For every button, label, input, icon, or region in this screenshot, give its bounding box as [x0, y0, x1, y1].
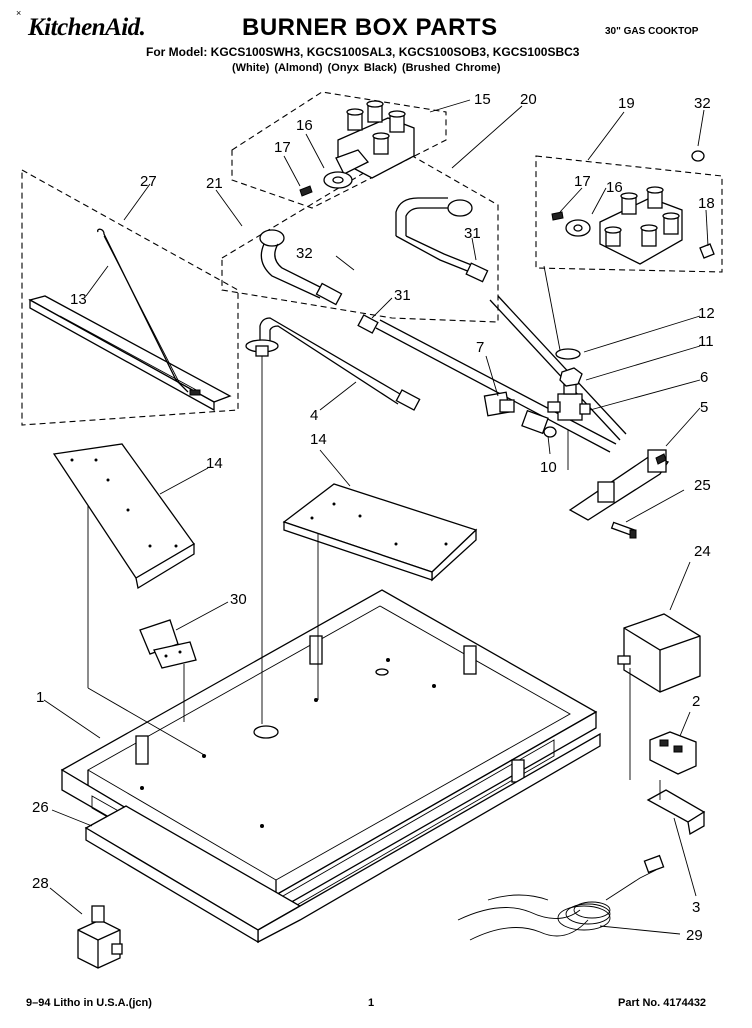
callout-2: 2: [692, 693, 700, 710]
callout-15: 15: [474, 91, 491, 108]
part-26-lower-pan: [84, 732, 601, 944]
callout-31-left: 31: [394, 287, 411, 304]
callout-28: 28: [32, 875, 49, 892]
product-label: 30" GAS COOKTOP: [605, 26, 699, 37]
part-14-cover-left: [52, 443, 195, 590]
callout-27: 27: [140, 173, 157, 190]
part-10-fitting: [521, 409, 557, 438]
callout-14-left: 14: [206, 455, 223, 472]
callout-20: 20: [520, 91, 537, 108]
part-29-wire-harness: [457, 854, 665, 941]
callout-24: 24: [694, 543, 711, 560]
callout-1: 1: [36, 689, 44, 706]
page-title: BURNER BOX PARTS: [242, 14, 498, 41]
callout-12: 12: [698, 305, 715, 322]
callout-16-right: 16: [606, 179, 623, 196]
callout-labels: 1 2 3 4 5 6 7 10 11 12 13 14 14 15 16 16…: [32, 91, 715, 944]
callout-3: 3: [692, 899, 700, 916]
part-number: Part No. 4174432: [618, 997, 707, 1009]
callout-4: 4: [310, 407, 318, 424]
callout-32-left: 32: [296, 245, 313, 262]
part-3-bracket: [646, 789, 706, 836]
callout-11: 11: [698, 333, 714, 350]
callout-31-right: 31: [464, 225, 481, 242]
group-box-20: [221, 149, 499, 323]
callout-17-right: 17: [574, 173, 591, 190]
callout-10: 10: [540, 459, 557, 476]
part-30-clip: [139, 619, 197, 669]
part-2-ignitor-module: [649, 731, 697, 775]
part-4-tube: [245, 317, 421, 411]
part-12-washer: [555, 348, 581, 360]
manifold-pipe: [375, 295, 627, 453]
part-21-tube: [259, 229, 379, 334]
callout-26: 26: [32, 799, 49, 816]
callout-13: 13: [70, 291, 87, 308]
callout-32-right: 32: [694, 95, 711, 112]
corner-mark: ×: [16, 8, 22, 18]
callout-arrows: [43, 99, 709, 935]
part-24-module: [617, 613, 701, 693]
callout-30: 30: [230, 591, 247, 608]
litho-note: 9–94 Litho in U.S.A.(jcn): [26, 997, 152, 1009]
part-25-screw: [610, 521, 637, 539]
part-15-burner-base: [299, 100, 415, 197]
color-list: (White) (Almond) (Onyx Black) (Brushed C…: [232, 62, 501, 74]
group-box-27: [21, 169, 239, 426]
part-13-bracket: [28, 228, 232, 412]
callout-19: 19: [618, 95, 635, 112]
leader-lines: [87, 265, 661, 800]
model-list: For Model: KGCS100SWH3, KGCS100SAL3, KGC…: [146, 45, 580, 59]
callout-29: 29: [686, 927, 703, 944]
part-7-fitting: [483, 391, 515, 417]
callout-25: 25: [694, 477, 711, 494]
callout-17-left: 17: [274, 139, 291, 156]
callout-7: 7: [476, 339, 484, 356]
brand-logo: KitchenAid.: [28, 14, 146, 41]
part-5-bracket: [568, 449, 670, 521]
part-11-nut: [559, 367, 583, 387]
group-box-19: [535, 155, 723, 273]
page-number: 1: [368, 997, 375, 1009]
part-19-burner-base: [551, 150, 715, 265]
group-box-15: [231, 91, 447, 209]
part-6-valve: [547, 383, 591, 421]
callout-6: 6: [700, 369, 708, 386]
callout-16-left: 16: [296, 117, 313, 134]
callout-14-right: 14: [310, 431, 327, 448]
part-14-cover-right: [282, 483, 478, 582]
callout-5: 5: [700, 399, 708, 416]
callout-21: 21: [206, 175, 223, 192]
callout-18: 18: [698, 195, 715, 212]
part-20-tube: [395, 197, 489, 283]
part-28-valve: [77, 905, 123, 969]
